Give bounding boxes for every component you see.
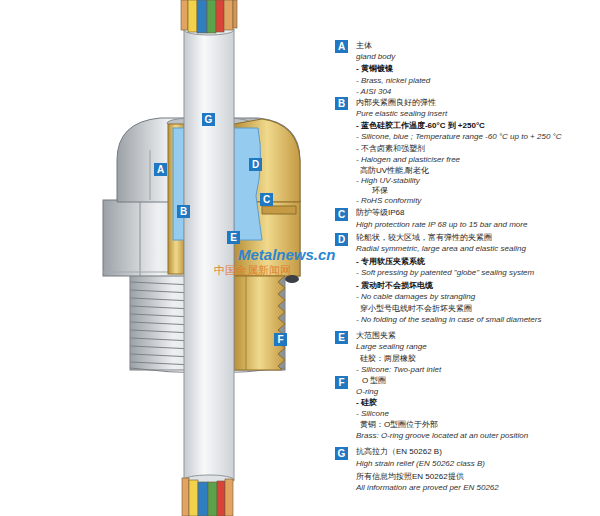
watermark: 中国金属新闻网 — [214, 264, 291, 277]
callout-letter-text: B — [338, 98, 345, 109]
feature-note: O 型圈 — [362, 376, 386, 386]
callout-letter-text: E — [230, 232, 237, 243]
feature-note: - RoHS conformity — [356, 196, 421, 206]
feature-note: 大范围夹紧 — [356, 331, 396, 341]
feature-note: - No folding of the sealing in case of s… — [356, 315, 541, 325]
callout-letter-text: E — [338, 332, 345, 343]
callout-letter: C — [260, 193, 273, 206]
hex-facet — [140, 200, 141, 276]
feature-note: 轮船状，较大区域，富有弹性的夹紧圈 — [356, 233, 492, 243]
callout-letter: A — [154, 163, 167, 176]
callout-letter: D — [249, 158, 262, 171]
callout-letter-text: B — [180, 206, 187, 217]
feature-note: - Silicone, blue ; Temperature range -60… — [356, 132, 562, 142]
callout-letter: C — [335, 208, 348, 221]
feature-note: - 黄铜镀镍 — [356, 64, 393, 74]
feature-note: 环保 — [372, 186, 388, 196]
feature-note: - 不含卤素和强塑剂 — [356, 144, 425, 154]
feature-note: Pure elastic sealing insert — [356, 109, 447, 119]
feature-note: - 硅胶 — [356, 398, 377, 408]
feature-note: - Brass, nickel plated — [356, 76, 430, 86]
callout-letter: G — [202, 113, 215, 126]
sealing-insert-left — [173, 128, 184, 240]
callout-letter: E — [227, 231, 240, 244]
callout-letter-text: C — [263, 194, 270, 205]
wire-bundle — [181, 0, 237, 516]
feature-note: gland body — [356, 52, 395, 62]
callout-letter-text: C — [338, 209, 345, 220]
callout-letter: G — [335, 447, 348, 460]
callout-letter: D — [335, 233, 348, 246]
clamp-ring — [262, 206, 296, 214]
callout-letter-text: A — [338, 41, 345, 52]
feature-note: - No cable damages by strangling — [356, 292, 475, 302]
callout-letter: F — [274, 333, 287, 346]
feature-note: 主体 — [356, 41, 372, 51]
feature-note: All information are proved per EN 50262 — [356, 483, 499, 493]
brass-left-section — [168, 124, 184, 274]
feature-note: 内部夹紧圈良好的弹性 — [356, 98, 436, 108]
brass-thread-section — [234, 276, 285, 370]
feature-note: - 蓝色硅胶工作温度-60°C 到 +250°C — [356, 121, 485, 131]
feature-note: 硅胶：两层橡胶 — [360, 354, 416, 364]
callout-letter: B — [177, 205, 190, 218]
callout-letter-text: F — [338, 377, 344, 388]
feature-note: - Soft pressing by patented "globe" seal… — [356, 268, 534, 278]
callout-letter: B — [335, 97, 348, 110]
feature-note: 高防UV性能,耐老化 — [360, 166, 429, 176]
bore-line — [246, 276, 247, 370]
feature-note: High strain relief (EN 50262 class B) — [356, 459, 485, 469]
cable-jacket — [184, 30, 234, 480]
callout-letter: A — [335, 40, 348, 53]
feature-note: High protection rate IP 68 up to 15 bar … — [356, 220, 527, 230]
feature-note: Radial symmetric, large area and elastic… — [356, 244, 526, 254]
feature-note: - Silicone — [356, 409, 389, 419]
feature-note: - 震动时不会损坏电缆 — [356, 281, 433, 291]
callout-letter-text: D — [252, 159, 259, 170]
callout-letter: F — [335, 376, 348, 389]
feature-note: 穿小型号电线时不会折坏夹紧圈 — [360, 304, 472, 314]
feature-note: - Silicone: Two-part inlet — [356, 365, 441, 375]
feature-note: - 专用软压夹紧系统 — [356, 257, 425, 267]
callout-letter-text: G — [338, 448, 346, 459]
watermark: Metalnews.cn — [238, 246, 336, 263]
sealing-insert — [234, 128, 262, 240]
o-ring — [285, 275, 299, 283]
feature-note: Large sealing range — [356, 342, 427, 352]
feature-note: 所有信息均按照EN 50262提供 — [356, 472, 464, 482]
cap-facet — [150, 150, 151, 200]
callout-letter-text: A — [157, 164, 164, 175]
callout-letter-text: G — [205, 114, 213, 125]
feature-note: 抗高拉力（EN 50262 B) — [356, 447, 442, 457]
callout-letter: E — [335, 331, 348, 344]
feature-note: 防护等级IP68 — [356, 208, 404, 218]
feature-note: O-ring — [356, 387, 378, 397]
callout-letter-text: D — [338, 234, 345, 245]
cable — [184, 25, 234, 485]
feature-note: - Halogen and plasticiser free — [356, 155, 460, 165]
feature-note: - AISI 304 — [356, 87, 391, 97]
feature-note: - High UV-stability — [356, 176, 420, 186]
feature-note: 黄铜：O型圈位于外部 — [360, 420, 438, 430]
callout-letter-text: F — [277, 334, 283, 345]
feature-note: Brass: O-ring groove located at an outer… — [356, 431, 528, 441]
